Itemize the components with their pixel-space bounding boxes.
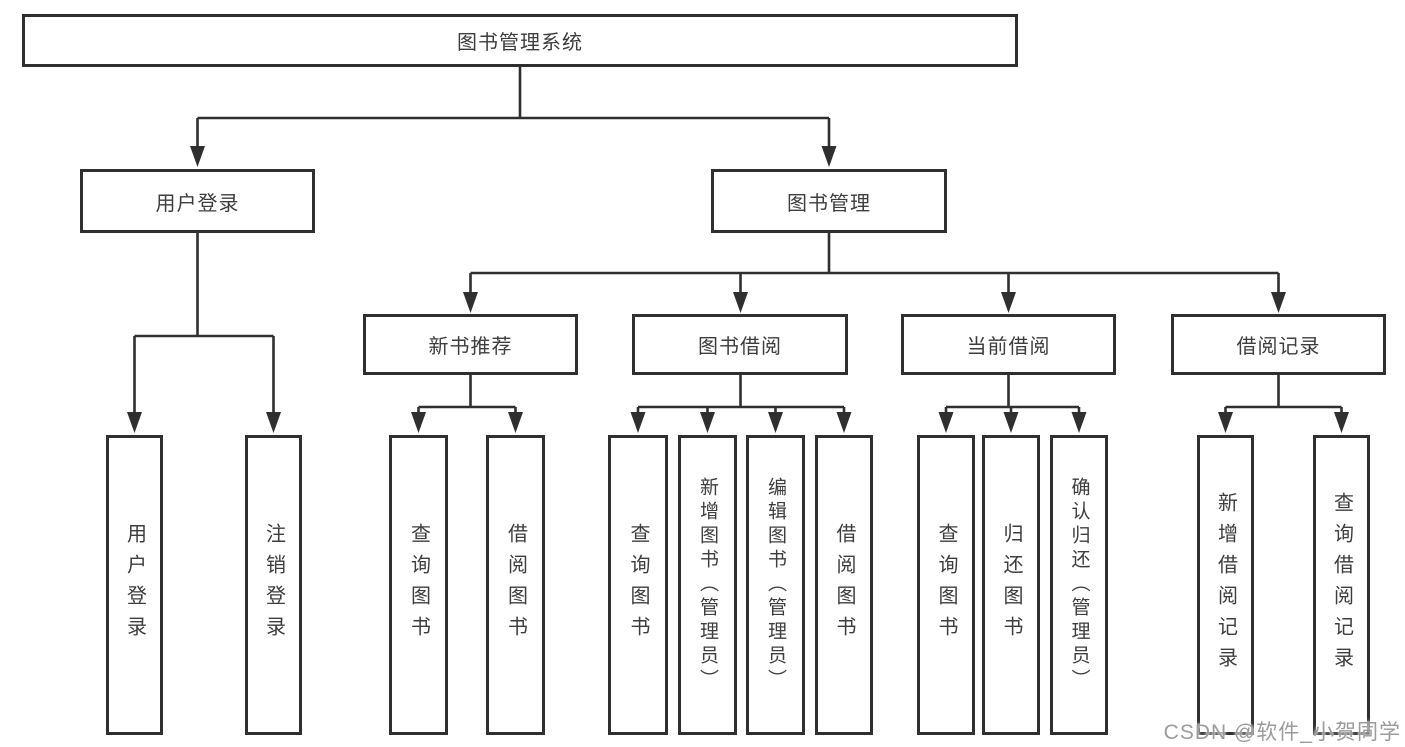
node-new-book-recommendation: 新书推荐	[363, 314, 578, 375]
leaf-query-borrow-record: 查询借阅记录	[1313, 435, 1370, 735]
leaf-logout: 注销登录	[245, 435, 302, 735]
leaf-label: 新增图书（管理员）	[697, 477, 718, 693]
leaf-confirm-return-admin: 确认归还（管理员）	[1050, 435, 1108, 735]
csdn-watermark: CSDN @软件_小贺同学	[1163, 721, 1401, 744]
leaf-user-login: 用户登录	[106, 435, 163, 735]
leaf-label: 注销登录	[262, 523, 285, 647]
leaf-label: 归还图书	[1000, 523, 1022, 647]
arrowheads-groups-to-leaves	[411, 412, 1349, 433]
leaf-label: 编辑图书（管理员）	[765, 477, 786, 693]
leaf-label: 确认归还（管理员）	[1068, 477, 1090, 693]
arrowheads-root-to-level2	[190, 146, 837, 167]
connector-root-to-level2	[196, 67, 831, 150]
leaf-query-books-borrowing: 查询图书	[608, 435, 668, 735]
arrowheads-mgmt-to-level3	[463, 292, 1286, 313]
node-borrowing-records: 借阅记录	[1171, 314, 1386, 375]
leaf-query-books-current: 查询图书	[917, 435, 975, 735]
connector-mgmt-to-level3	[469, 233, 1280, 295]
connector-groups-to-leaves	[417, 375, 1343, 418]
connector-login-to-leaves	[133, 233, 275, 418]
leaf-label: 查询借阅记录	[1330, 492, 1353, 678]
leaf-label: 借阅图书	[833, 523, 855, 647]
node-book-borrowing: 图书借阅	[632, 314, 848, 375]
leaf-borrow-books-recommend: 借阅图书	[486, 435, 545, 735]
leaf-label: 查询图书	[627, 523, 649, 647]
leaf-edit-books-admin: 编辑图书（管理员）	[746, 435, 805, 735]
leaf-label: 用户登录	[123, 523, 146, 647]
leaf-borrow-books-borrowing: 借阅图书	[815, 435, 873, 735]
node-book-management-branch: 图书管理	[711, 169, 947, 233]
node-user-login-branch: 用户登录	[80, 169, 315, 233]
leaf-add-borrow-record: 新增借阅记录	[1197, 435, 1254, 735]
leaf-label: 查询图书	[935, 523, 957, 647]
arrowheads-login-to-leaves	[127, 412, 281, 433]
leaf-query-books-recommend: 查询图书	[389, 435, 448, 735]
leaf-add-books-admin: 新增图书（管理员）	[678, 435, 737, 735]
node-root-system: 图书管理系统	[22, 14, 1018, 67]
leaf-label: 借阅图书	[504, 523, 527, 647]
leaf-return-books: 归还图书	[982, 435, 1040, 735]
node-current-borrowing: 当前借阅	[901, 314, 1116, 375]
leaf-label: 查询图书	[407, 523, 430, 647]
leaf-label: 新增借阅记录	[1214, 492, 1237, 678]
